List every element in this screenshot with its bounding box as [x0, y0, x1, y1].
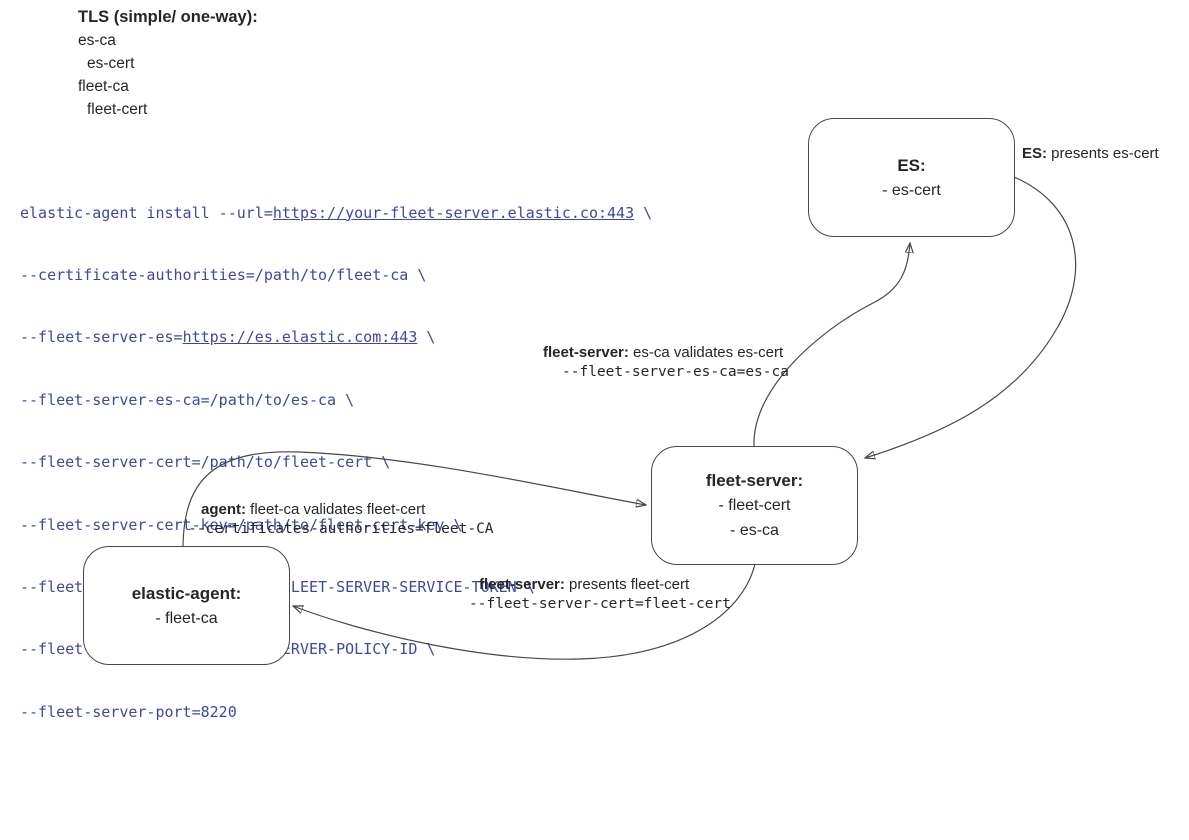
legend-line-fleet-ca: fleet-ca — [78, 78, 129, 95]
node-fleet-server: fleet-server: - fleet-cert - es-ca — [651, 446, 858, 565]
node-elastic-agent-line: - fleet-ca — [155, 609, 218, 627]
legend-line-es-ca: es-ca — [78, 32, 116, 49]
label-fleet-server-presents-fleet-cert: fleet-server: presents fleet-cert --flee… — [469, 576, 731, 612]
command-line: elastic-agent install --url=https://your… — [20, 203, 653, 222]
tls-legend: TLS (simple/ one-way): es-ca es-cert fle… — [78, 6, 258, 121]
label-agent-validates-fleet-cert: agent: fleet-ca validates fleet-cert --c… — [188, 501, 494, 537]
install-command: elastic-agent install --url=https://your… — [20, 161, 652, 764]
label-fleet-server-validates-es-cert: fleet-server: es-ca validates es-cert --… — [543, 344, 789, 380]
command-line: --fleet-server-es=https://es.elastic.com… — [20, 328, 436, 347]
command-line: --certificate-authorities=/path/to/fleet… — [20, 265, 427, 284]
node-elastic-agent: elastic-agent: - fleet-ca — [83, 546, 290, 665]
node-es-line: - es-cert — [882, 181, 941, 199]
command-line: --fleet-server-cert=/path/to/fleet-cert … — [20, 453, 391, 472]
fleet-server-url-link[interactable]: https://your-fleet-server.elastic.co:443 — [272, 203, 635, 222]
legend-line-es-cert: es-cert — [87, 55, 135, 72]
es-url-link[interactable]: https://es.elastic.com:443 — [182, 328, 418, 347]
legend-title: TLS (simple/ one-way): — [78, 8, 258, 26]
node-elastic-agent-title: elastic-agent: — [131, 583, 242, 603]
label-es-presents-es-cert: ES: presents es-cert — [1022, 145, 1159, 162]
node-fleet-server-title: fleet-server: — [705, 471, 804, 490]
command-line: --fleet-server-es-ca=/path/to/es-ca \ — [20, 390, 355, 409]
node-fleet-server-line: - es-ca — [730, 522, 779, 539]
node-fleet-server-line: - fleet-cert — [718, 497, 791, 514]
legend-line-fleet-cert: fleet-cert — [87, 101, 148, 118]
node-es-title: ES: — [897, 155, 926, 175]
node-es: ES: - es-cert — [808, 118, 1015, 237]
command-line: --fleet-server-port=8220 — [20, 702, 237, 721]
